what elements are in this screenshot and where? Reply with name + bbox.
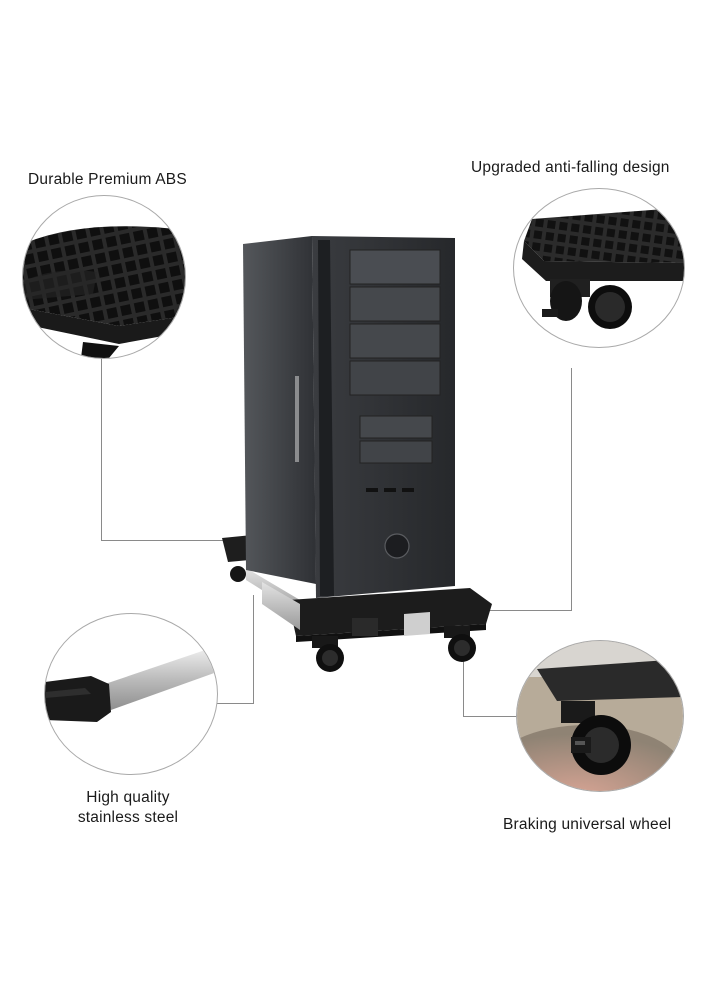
callout-label-wheel: Braking universal wheel [503, 816, 672, 833]
callout-label-anti-falling: Upgraded anti-falling design [471, 159, 670, 176]
rolling-stand [262, 582, 492, 642]
leader-line-wheel-horizontal [463, 716, 517, 717]
anti-falling-closeup [522, 209, 684, 329]
steel-tube-closeup [45, 646, 217, 722]
leader-line-abs-horizontal [101, 540, 223, 541]
leader-line-anti-falling-horizontal [488, 610, 572, 611]
caster-wheels [312, 626, 476, 672]
callout-label-steel-line2: stainless steel [77, 809, 179, 826]
pc-tower [243, 236, 455, 598]
zoom-circle-steel [44, 613, 218, 775]
braking-wheel-closeup [517, 641, 683, 791]
zoom-circle-abs [22, 195, 186, 359]
abs-grid-closeup [23, 226, 185, 358]
leader-line-anti-falling-vertical [571, 368, 572, 610]
zoom-circle-anti-falling [513, 188, 685, 348]
callout-label-steel: High quality stainless steel [58, 788, 198, 828]
leader-line-abs-vertical [101, 350, 102, 540]
leader-line-steel-horizontal [214, 703, 254, 704]
leader-line-steel-vertical [253, 595, 254, 703]
stand-rear [222, 532, 300, 614]
zoom-circle-wheel [516, 640, 684, 792]
leader-line-wheel-vertical [463, 660, 464, 716]
callout-label-abs: Durable Premium ABS [28, 171, 187, 188]
callout-label-steel-line1: High quality [86, 789, 170, 806]
